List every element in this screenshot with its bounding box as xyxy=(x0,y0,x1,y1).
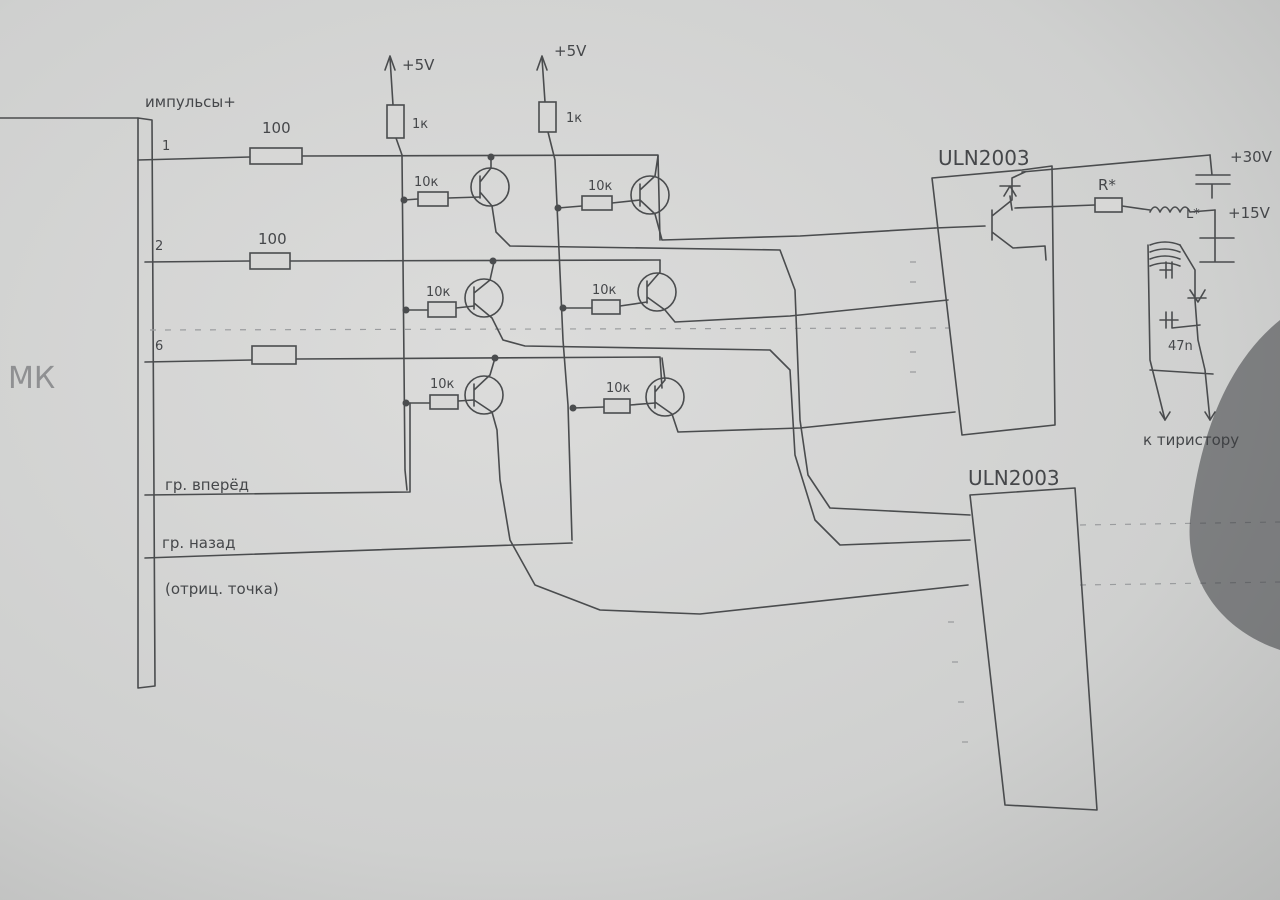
transistor-right-row1 xyxy=(630,175,670,215)
mk-block xyxy=(137,117,156,689)
r1k-right-label: 1к xyxy=(566,111,582,126)
resistor-10k-2 xyxy=(581,195,613,211)
r100-ch2-label: 100 xyxy=(258,230,287,248)
junction-dots xyxy=(400,153,577,412)
cap-30v xyxy=(1195,154,1231,199)
transistor-left-row3-leads xyxy=(473,357,969,615)
pulses-label: импульсы+ xyxy=(145,93,236,111)
wire-to-rk xyxy=(1014,204,1151,211)
transformer-coil xyxy=(1149,241,1181,267)
group-back-label: гр. назад xyxy=(162,534,235,552)
r100-ch1-label: 100 xyxy=(262,119,291,137)
r10k-6-label: 10к xyxy=(606,381,631,396)
v5-right-label: +5V xyxy=(554,42,587,60)
base-wire-right-row3 xyxy=(572,402,656,409)
transistor-left-row1-leads xyxy=(479,156,971,516)
r10k-4-label: 10к xyxy=(592,283,617,298)
resistor-10k-5 xyxy=(429,394,459,410)
rk-label: R* xyxy=(1098,176,1116,194)
thyristor-driver-net xyxy=(1147,244,1214,421)
cap-47n-label: 47n xyxy=(1168,339,1193,354)
arrow-5v-right xyxy=(536,55,548,71)
transistor-right-row2 xyxy=(637,272,677,312)
group-forward-label: гр. вперёд xyxy=(165,476,249,494)
channel-2-label: 2 xyxy=(155,239,163,254)
lk-label: L* xyxy=(1186,207,1200,222)
resistor-10k-1 xyxy=(417,191,449,207)
resistor-10k-4 xyxy=(591,299,621,315)
resistor-ch6 xyxy=(251,345,297,365)
base-wire-left-row2 xyxy=(405,305,475,311)
r1k-left-label: 1к xyxy=(412,117,428,132)
transistor-left-row2-leads xyxy=(473,261,971,546)
mk-label: МК xyxy=(8,361,55,396)
group-back-wire xyxy=(144,542,573,559)
base-wire-right-row2 xyxy=(562,301,648,309)
v5-left-label: +5V xyxy=(402,56,435,74)
group-forward-wire xyxy=(144,402,411,496)
wire-30v xyxy=(1021,154,1211,173)
r10k-3-label: 10к xyxy=(426,285,451,300)
resistor-100-ch1 xyxy=(249,147,303,165)
uln2003-bottom-label: ULN2003 xyxy=(968,466,1060,490)
group-back-note: (отриц. точка) xyxy=(165,580,279,598)
transistor-left-row2 xyxy=(464,278,504,318)
cap-15v xyxy=(1199,209,1235,263)
uln-side-marks xyxy=(910,261,976,743)
uln2003-top-block xyxy=(931,165,1056,436)
r10k-2-label: 10к xyxy=(588,179,613,194)
base-wire-right-row1 xyxy=(557,199,641,209)
resistor-100-ch2 xyxy=(249,252,291,270)
transistor-right-row2-leads xyxy=(646,259,949,323)
r10k-5-label: 10к xyxy=(430,377,455,392)
channel-6-label: 6 xyxy=(155,339,163,354)
resistor-rk xyxy=(1094,197,1123,213)
uln2003-top-label: ULN2003 xyxy=(938,146,1030,170)
shadow-right xyxy=(1189,320,1280,650)
resistor-1k-right xyxy=(538,101,557,133)
transistor-right-row1-leads xyxy=(639,155,936,241)
transistor-right-row3-leads xyxy=(654,357,956,433)
transistor-left-row3 xyxy=(464,375,504,415)
transistor-left-row1 xyxy=(470,167,510,207)
transistor-right-row3 xyxy=(645,377,685,417)
dashed-line-1 xyxy=(149,327,951,331)
inductor-lk xyxy=(1149,206,1216,213)
arrows-to-thyristor xyxy=(1159,411,1216,421)
resistor-1k-left xyxy=(386,104,405,139)
uln-top-internal-diode xyxy=(999,185,1021,211)
channel-1-label: 1 xyxy=(162,139,170,154)
v30-label: +30V xyxy=(1230,148,1273,166)
resistor-10k-3 xyxy=(427,301,457,318)
rail-5v-left xyxy=(389,57,408,491)
arrow-5v-left xyxy=(384,55,396,71)
channel-2-wire xyxy=(144,259,661,263)
r10k-1-label: 10к xyxy=(414,175,439,190)
resistor-10k-6 xyxy=(603,398,631,414)
uln2003-bottom-block xyxy=(969,487,1098,811)
rail-5v-right xyxy=(541,57,573,541)
uln-top-internal-transistor xyxy=(934,171,1047,261)
v15-label: +15V xyxy=(1228,204,1271,222)
